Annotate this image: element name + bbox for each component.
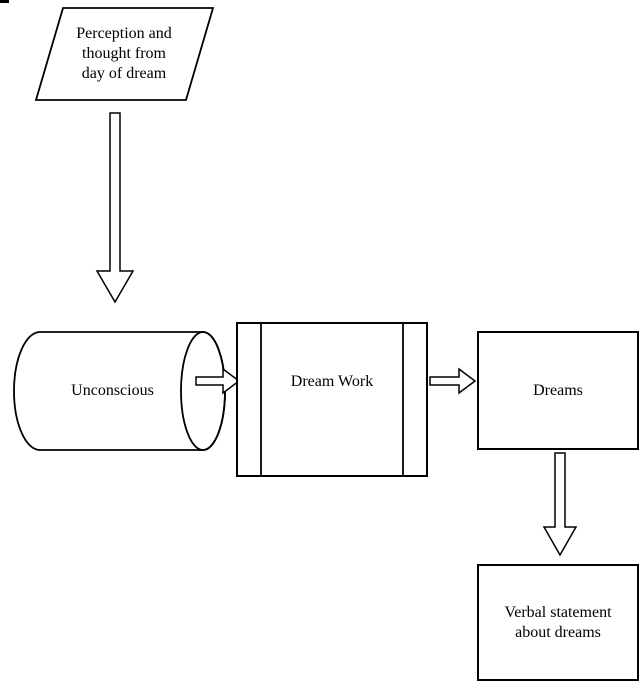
verbal-statement-box-shape [477,564,639,681]
arrow-perception-to-unconscious [95,112,135,304]
arrow-unconscious-to-dreamwork [195,367,241,395]
arrow-dreamwork-to-dreams [429,367,477,395]
dreams-node-label: Dreams [533,382,583,399]
arrow-dreams-to-verbal [542,452,578,557]
perception-node-label: Perception and thought from day of dream [76,25,172,82]
dream-work-box-shape [236,322,428,477]
dreams-box-shape [477,331,639,450]
dream-work-node-label: Dream Work [290,373,374,390]
unconscious-node-label: Unconscious [71,382,154,399]
corner-artifact-mark [0,0,9,3]
verbal-statement-node-label: Verbal statement about dreams [504,604,612,641]
perception-parallelogram-shape [34,7,215,101]
